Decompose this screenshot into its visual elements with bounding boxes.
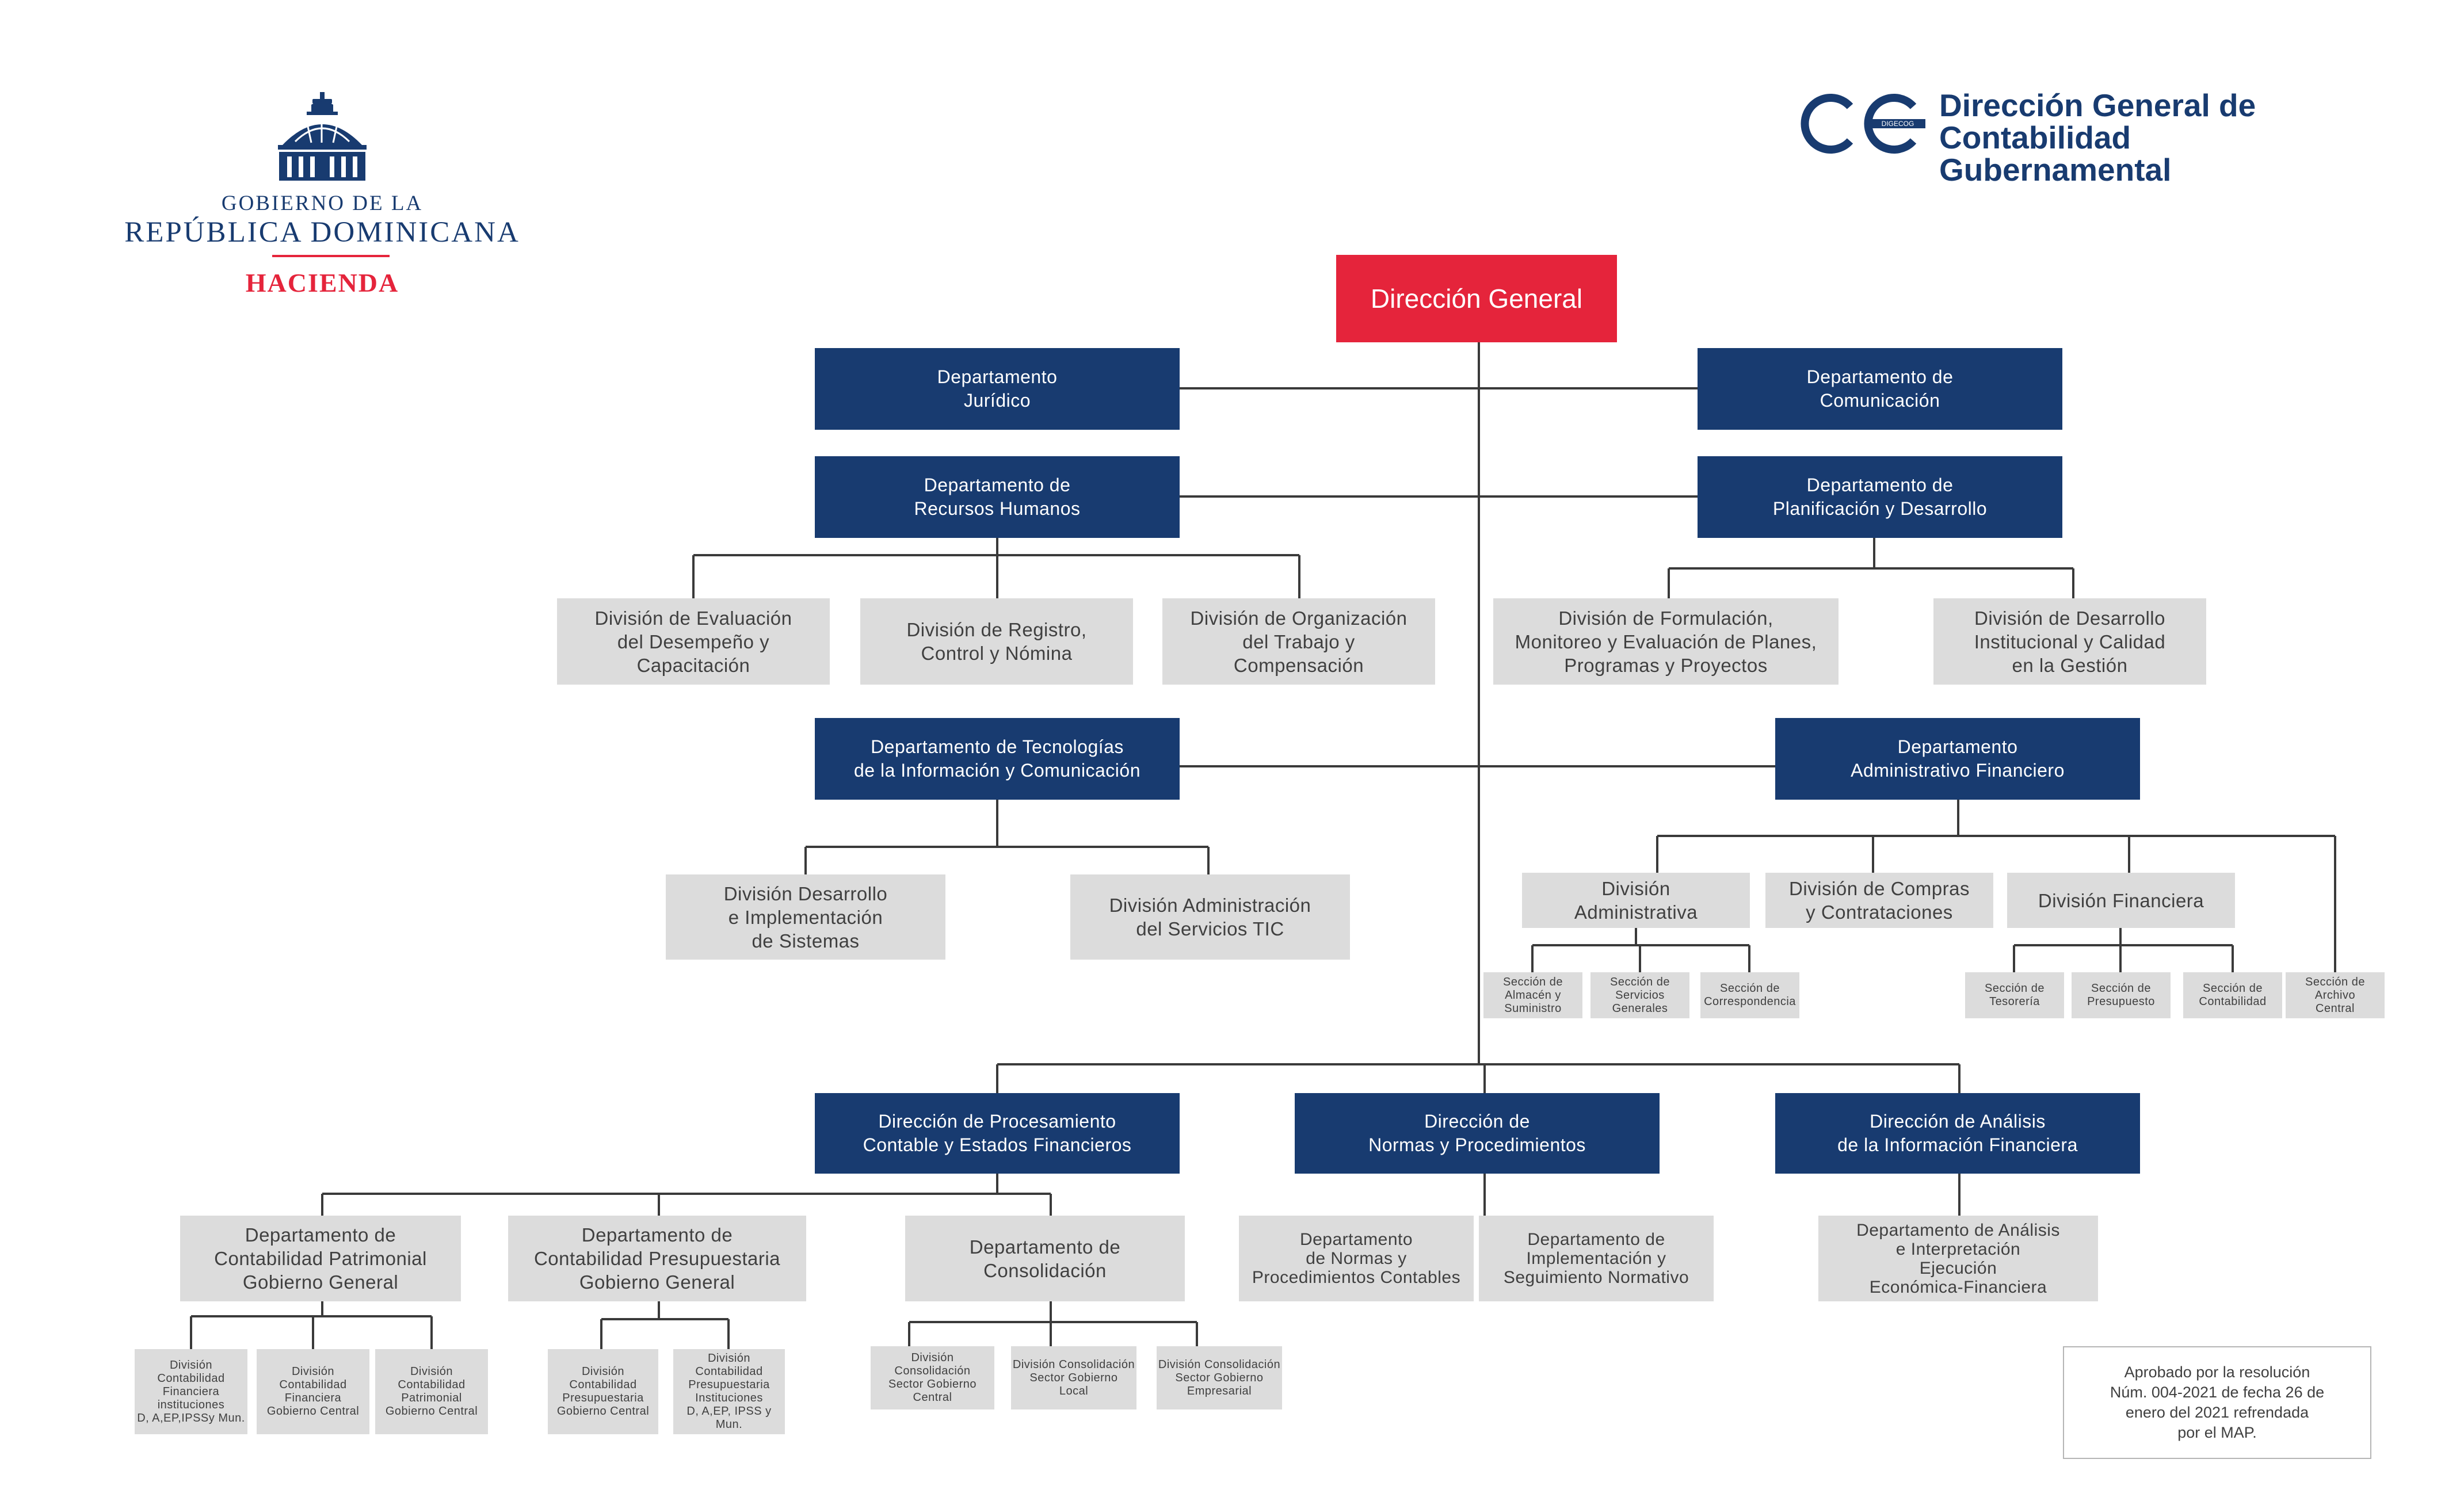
dep-contabilidad-patrimonial: Departamento de Contabilidad Patrimonial… — [180, 1216, 461, 1301]
div-contab-patrimonial-gob-central: División Contabilidad Patrimonial Gobier… — [375, 1349, 488, 1434]
dep-analisis-interpretacion: Departamento de Análisis e Interpretació… — [1818, 1216, 2098, 1301]
logo-divider — [272, 255, 390, 257]
div-desarrollo-institucional: División de Desarrollo Institucional y C… — [1933, 598, 2206, 685]
dir-normas-procedimientos: Dirección de Normas y Procedimientos — [1295, 1093, 1660, 1174]
dept-comunicacion: Departamento de Comunicación — [1698, 348, 2062, 430]
dir-analisis-informacion: Dirección de Análisis de la Información … — [1775, 1093, 2140, 1174]
div-compras: División de Compras y Contrataciones — [1765, 873, 1993, 928]
div-financiera: División Financiera — [2007, 873, 2235, 928]
sec-archivo-central: Sección de Archivo Central — [2286, 972, 2385, 1018]
sec-servicios-generales: Sección de Servicios Generales — [1590, 972, 1689, 1018]
dept-tecnologias: Departamento de Tecnologías de la Inform… — [815, 718, 1180, 800]
div-contab-presupuestaria-gob-central: División Contabilidad Presupuestaria Gob… — [548, 1349, 658, 1434]
dept-planificacion: Departamento de Planificación y Desarrol… — [1698, 456, 2062, 538]
dir-procesamiento-contable: Dirección de Procesamiento Contable y Es… — [815, 1093, 1180, 1174]
div-consolidacion-gob-empresarial: División Consolidación Sector Gobierno E… — [1157, 1346, 1282, 1409]
dep-contabilidad-presupuestaria: Departamento de Contabilidad Presupuesta… — [508, 1216, 806, 1301]
dept-juridico: Departamento Jurídico — [815, 348, 1180, 430]
div-administrativa: División Administrativa — [1522, 873, 1750, 928]
cc-logo-icon — [1801, 94, 1917, 154]
hacienda-label: HACIENDA — [245, 268, 399, 297]
div-formulacion-planes: División de Formulación, Monitoreo y Eva… — [1493, 598, 1839, 685]
div-organizacion-trabajo: División de Organización del Trabajo y C… — [1162, 598, 1435, 685]
dept-recursos-humanos: Departamento de Recursos Humanos — [815, 456, 1180, 538]
div-contab-financiera-gob-central: División Contabilidad Financiera Gobiern… — [257, 1349, 369, 1434]
gobierno-small-label: GOBIERNO DE LA — [221, 192, 424, 215]
cc-title: Dirección General de Contabilidad Gubern… — [1939, 89, 2371, 186]
div-evaluacion-desempeno: División de Evaluación del Desempeño y C… — [557, 598, 830, 685]
sec-tesoreria: Sección de Tesorería — [1965, 972, 2064, 1018]
approval-note: Aprobado por la resolución Núm. 004-2021… — [2063, 1346, 2371, 1459]
div-administracion-tic: División Administración del Servicios TI… — [1070, 874, 1350, 960]
dep-implementacion-normativo: Departamento de Implementación y Seguimi… — [1479, 1216, 1714, 1301]
div-registro-nomina: División de Registro, Control y Nómina — [860, 598, 1133, 685]
sec-almacen: Sección de Almacén y Suministro — [1483, 972, 1582, 1018]
republica-label: REPÚBLICA DOMINICANA — [124, 216, 520, 249]
div-contab-presupuestaria-instituciones: División Contabilidad Presupuestaria Ins… — [673, 1349, 785, 1434]
div-consolidacion-gob-central: División Consolidación Sector Gobierno C… — [871, 1346, 994, 1409]
sec-presupuesto: Sección de Presupuesto — [2072, 972, 2171, 1018]
direccion-general-box: Dirección General — [1336, 255, 1617, 342]
div-consolidacion-gob-local: División Consolidación Sector Gobierno L… — [1011, 1346, 1136, 1409]
digecog-logo: DIGECOG Dirección General de Contabilida… — [1790, 86, 2371, 186]
capitol-dome-icon — [278, 92, 367, 181]
cc-title-line2: Contabilidad Gubernamental — [1939, 120, 2172, 188]
sec-contabilidad: Sección de Contabilidad — [2183, 972, 2282, 1018]
cc-title-line1: Dirección General de — [1939, 87, 2256, 123]
dep-consolidacion: Departamento de Consolidación — [905, 1216, 1185, 1301]
div-desarrollo-sistemas: División Desarrollo e Implementación de … — [666, 874, 945, 960]
div-contab-financiera-instituciones: División Contabilidad Financiera institu… — [135, 1349, 247, 1434]
cc-tag-label: DIGECOG — [1870, 119, 1925, 128]
sec-correspondencia: Sección de Correspondencia — [1700, 972, 1799, 1018]
dept-administrativo-financiero: Departamento Administrativo Financiero — [1775, 718, 2140, 800]
dep-normas-contables: Departamento de Normas y Procedimientos … — [1239, 1216, 1474, 1301]
